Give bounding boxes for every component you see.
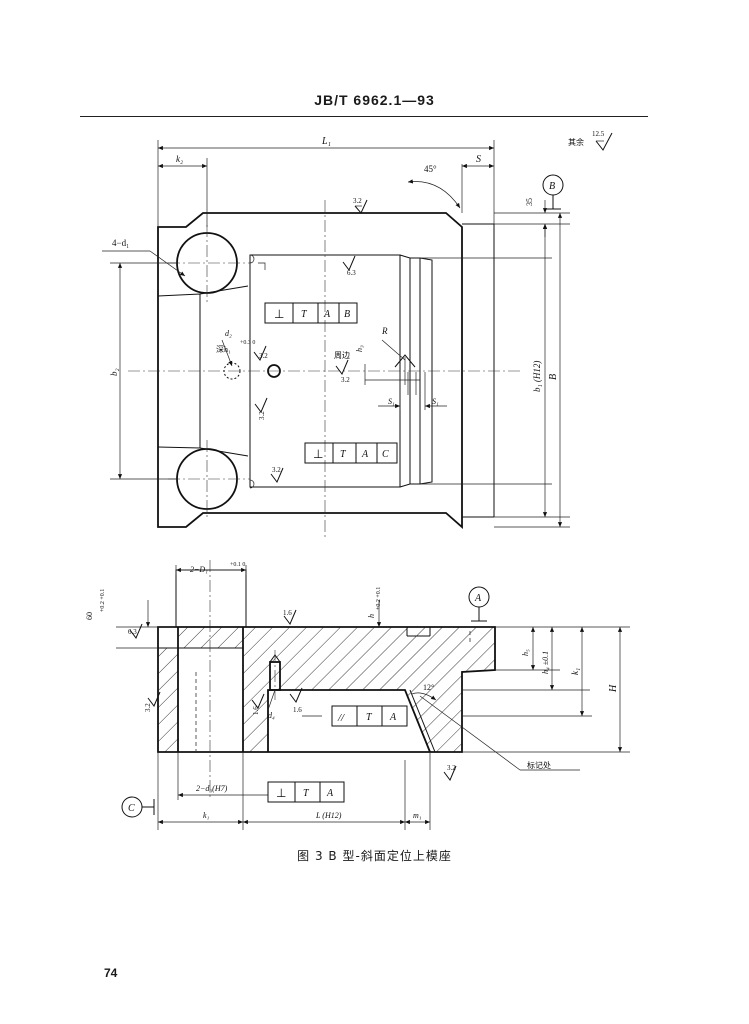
dim-L-h12: L (H12) — [315, 811, 342, 820]
svg-text:T: T — [340, 449, 347, 460]
dim-h5: h₅ — [521, 649, 530, 656]
dim-4d1: 4−d₁ — [112, 238, 129, 248]
dim-d4: d₄ — [268, 711, 275, 720]
svg-text:3.2: 3.2 — [272, 466, 281, 474]
svg-text:6.3: 6.3 — [128, 628, 137, 636]
svg-text:1.6: 1.6 — [283, 609, 292, 617]
dim-2D1: 2−D₁ — [190, 565, 208, 574]
svg-text:3.2: 3.2 — [353, 197, 362, 205]
dim-S1-left: S₁ — [388, 397, 395, 406]
header-rule — [80, 116, 648, 117]
dim-k1-vertical: k₁ — [570, 668, 580, 675]
svg-text:A: A — [326, 788, 334, 799]
roughness-symbol-r2: 1.6 — [283, 609, 297, 625]
dim-2D1-tol: +0.1 0 — [230, 562, 245, 568]
roughness-rest-value: 12.5 — [592, 130, 605, 138]
feature-control-frame-1: ⊥ T A B — [264, 302, 358, 324]
roughness-symbol-pocket: 6.3 — [342, 255, 356, 277]
dim-angle-12: 12° — [423, 683, 434, 692]
roughness-symbol-b: 3.2 — [335, 359, 350, 384]
dim-h-tol: +0.2 +0.1 — [376, 587, 382, 610]
svg-text:T: T — [303, 788, 310, 799]
svg-text:3.2: 3.2 — [258, 411, 266, 420]
figure-caption: 图 3 B 型-斜面定位上模座 — [297, 849, 452, 863]
top-view: L₁ k₂ 45° S 35 B b₁ (H12) B b₂ — [102, 130, 613, 540]
dim-k1: k₁ — [203, 811, 210, 820]
section-view: 2−D₁ +0.1 0 60 +0.2 +0.1 6.3 1.6 1.6 1.6… — [85, 560, 630, 830]
svg-text:⊥: ⊥ — [313, 447, 323, 461]
feature-control-frame-2: ⊥ T A C — [304, 442, 398, 464]
svg-text:3.2: 3.2 — [259, 352, 268, 360]
svg-text:T: T — [301, 309, 308, 320]
svg-text:3.2: 3.2 — [447, 764, 456, 772]
dim-S1-right: S₁ — [432, 397, 439, 406]
dim-counterbore-tol: +0.3 0 — [240, 340, 255, 346]
roughness-rest-label: 其余 — [568, 137, 584, 147]
dim-d2: d₂ — [225, 329, 232, 338]
dim-m1: m₁ — [413, 811, 422, 820]
roughness-symbol-r4: 1.6 — [289, 687, 303, 714]
roughness-symbol-r1: 6.3 — [128, 623, 143, 639]
dim-35: 35 — [525, 198, 534, 206]
dim-S: S — [476, 154, 481, 165]
dim-b1: b₁ (H12) — [532, 361, 542, 392]
standard-number: JB/T 6962.1—93 — [314, 92, 435, 108]
svg-text:⊥: ⊥ — [274, 307, 284, 321]
dim-B: B — [548, 374, 559, 380]
svg-text:B: B — [344, 309, 350, 320]
dim-60-tol: +0.2 +0.1 — [100, 589, 106, 612]
svg-text:1.6: 1.6 — [252, 706, 260, 715]
page-number: 74 — [104, 966, 118, 980]
svg-text:A: A — [389, 712, 397, 723]
datum-B: B — [549, 181, 555, 192]
dim-b2: b₂ — [109, 368, 119, 376]
dim-H: H — [608, 684, 619, 693]
svg-text:A: A — [323, 309, 331, 320]
datum-C: C — [128, 803, 135, 814]
svg-text:3.2: 3.2 — [341, 376, 350, 384]
dim-L1: L₁ — [321, 136, 331, 147]
svg-text:⊥: ⊥ — [276, 786, 286, 800]
roughness-symbol-a: 3.2 — [253, 345, 268, 361]
svg-text://: // — [337, 712, 345, 724]
dim-R: R — [381, 326, 388, 336]
roughness-symbol-r3: 1.6 — [251, 693, 265, 715]
feature-control-frame-perpendicular: ⊥ T A — [267, 781, 345, 803]
svg-text:1.6: 1.6 — [293, 706, 302, 714]
datum-A: A — [474, 593, 482, 604]
roughness-symbol-d: 3.2 — [270, 466, 284, 483]
roughness-symbol-c: 3.2 — [254, 397, 268, 420]
dim-2d3: 2−d₃(H7) — [196, 784, 228, 793]
mark-label: 标记处 — [527, 760, 551, 770]
dim-60: 60 — [85, 612, 94, 620]
feature-control-frame-parallel: // T A — [302, 705, 408, 727]
svg-text:6.3: 6.3 — [347, 269, 356, 277]
dim-counterbore: 深h₁ — [216, 345, 231, 354]
roughness-symbol-r6: 3.2 — [443, 764, 457, 781]
svg-text:T: T — [366, 712, 373, 723]
dim-h: h — [367, 614, 376, 618]
roughness-symbol-top-edge: 3.2 — [353, 197, 368, 214]
svg-text:3.2: 3.2 — [144, 703, 152, 712]
dim-angle-45: 45° — [424, 164, 437, 174]
svg-text:A: A — [361, 449, 369, 460]
top-view-outline — [157, 212, 463, 529]
roughness-symbol-r5: 3.2 — [144, 691, 161, 712]
note-chamfer: 周边 — [334, 350, 350, 360]
svg-text:C: C — [382, 449, 389, 460]
dim-h3: h₃ — [355, 345, 364, 352]
dim-k2: k₂ — [176, 154, 183, 164]
dim-h4: h₄ ±0.1 — [541, 651, 550, 674]
